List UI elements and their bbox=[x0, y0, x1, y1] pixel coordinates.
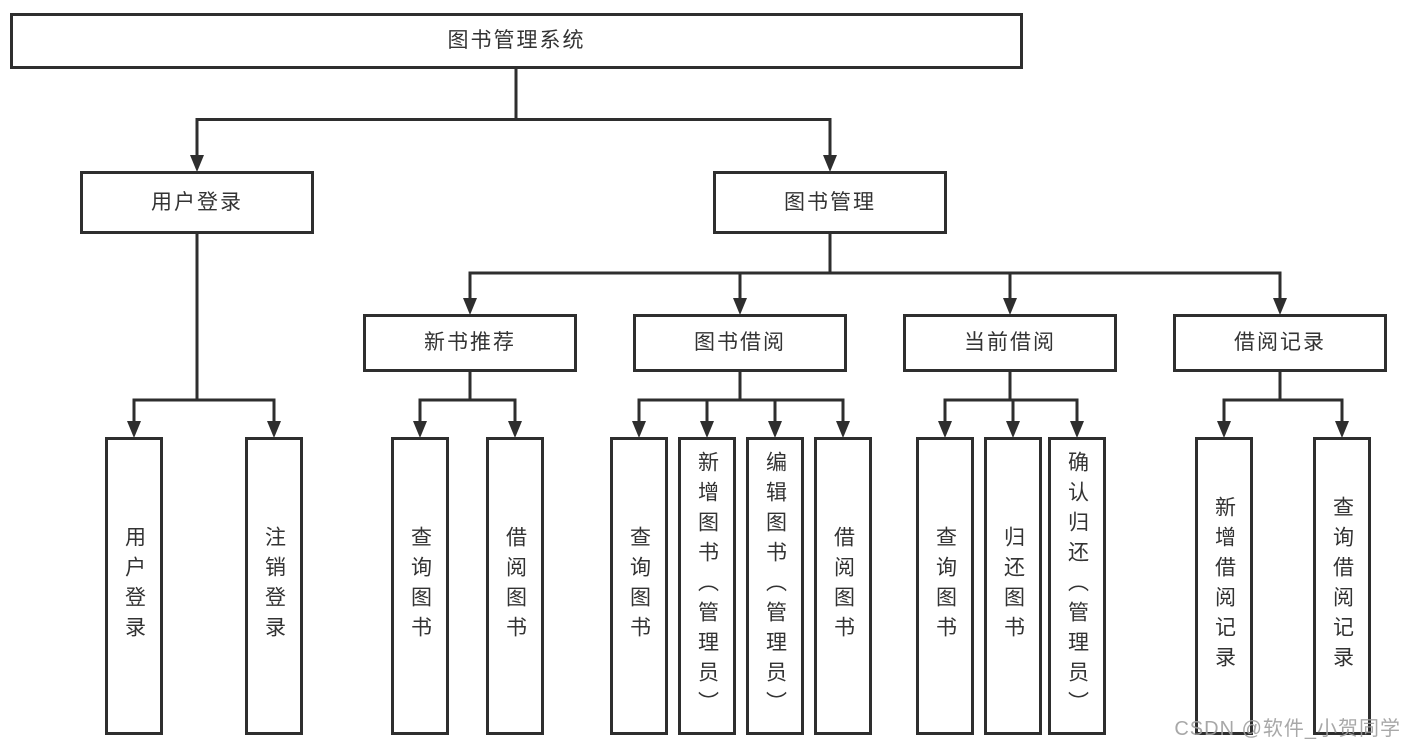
arrowhead-icon bbox=[1070, 421, 1084, 438]
leaf-bb-borrow-book-label: 借阅图书 bbox=[831, 526, 855, 646]
node-book-borrow-label: 图书借阅 bbox=[694, 331, 786, 355]
node-book-borrow: 图书借阅 bbox=[633, 314, 847, 372]
node-current-borrow-label: 当前借阅 bbox=[964, 331, 1056, 355]
leaf-rec-query-book: 查询图书 bbox=[391, 437, 449, 735]
arrowhead-icon bbox=[823, 155, 837, 172]
leaf-br-query-record-label: 查询借阅记录 bbox=[1330, 496, 1354, 676]
leaf-user-login: 用户登录 bbox=[105, 437, 163, 735]
leaf-bb-edit-book-admin-label: 编辑图书（管理员） bbox=[763, 451, 787, 721]
leaf-cb-return-book-label: 归还图书 bbox=[1001, 526, 1025, 646]
arrowhead-icon bbox=[632, 421, 646, 438]
node-new-book-recommend: 新书推荐 bbox=[363, 314, 577, 372]
connector-book-borrow-to-leaves bbox=[632, 370, 850, 438]
arrowhead-icon bbox=[1003, 298, 1017, 315]
leaf-bb-add-book-admin-label: 新增图书（管理员） bbox=[695, 451, 719, 721]
node-borrow-records-label: 借阅记录 bbox=[1234, 331, 1326, 355]
arrowhead-icon bbox=[768, 421, 782, 438]
connector-current-borrow-to-leaves bbox=[938, 370, 1084, 438]
arrowhead-icon bbox=[1273, 298, 1287, 315]
leaf-bb-borrow-book: 借阅图书 bbox=[814, 437, 872, 735]
leaf-br-query-record: 查询借阅记录 bbox=[1313, 437, 1371, 735]
arrowhead-icon bbox=[463, 298, 477, 315]
node-root-label: 图书管理系统 bbox=[447, 29, 586, 53]
connector-book-mgmt-to-level3 bbox=[463, 231, 1287, 315]
leaf-bb-query-book: 查询图书 bbox=[610, 437, 668, 735]
connector-borrow-records-to-leaves bbox=[1217, 370, 1349, 438]
node-borrow-records: 借阅记录 bbox=[1173, 314, 1387, 372]
leaf-br-add-record: 新增借阅记录 bbox=[1195, 437, 1253, 735]
watermark: CSDN @软件_小贺同学 bbox=[1174, 718, 1401, 740]
leaf-cb-query-book: 查询图书 bbox=[916, 437, 974, 735]
leaf-rec-borrow-book: 借阅图书 bbox=[486, 437, 544, 735]
node-user-login: 用户登录 bbox=[80, 171, 314, 234]
arrowhead-icon bbox=[267, 421, 281, 438]
connector-new-book-to-leaves bbox=[413, 370, 522, 438]
leaf-bb-query-book-label: 查询图书 bbox=[627, 526, 651, 646]
leaf-br-add-record-label: 新增借阅记录 bbox=[1212, 496, 1236, 676]
arrowhead-icon bbox=[127, 421, 141, 438]
leaf-cb-confirm-return-admin-label: 确认归还（管理员） bbox=[1065, 451, 1089, 721]
node-book-management-label: 图书管理 bbox=[784, 190, 876, 214]
node-new-book-recommend-label: 新书推荐 bbox=[424, 331, 516, 355]
arrowhead-icon bbox=[733, 298, 747, 315]
leaf-logout-label: 注销登录 bbox=[262, 526, 286, 646]
arrowhead-icon bbox=[1006, 421, 1020, 438]
node-user-login-label: 用户登录 bbox=[151, 190, 243, 214]
arrowhead-icon bbox=[836, 421, 850, 438]
arrowhead-icon bbox=[1217, 421, 1231, 438]
node-root: 图书管理系统 bbox=[10, 13, 1023, 69]
arrowhead-icon bbox=[938, 421, 952, 438]
arrowhead-icon bbox=[413, 421, 427, 438]
leaf-rec-query-book-label: 查询图书 bbox=[408, 526, 432, 646]
arrowhead-icon bbox=[1335, 421, 1349, 438]
leaf-cb-confirm-return-admin: 确认归还（管理员） bbox=[1048, 437, 1106, 735]
leaf-bb-edit-book-admin: 编辑图书（管理员） bbox=[746, 437, 804, 735]
arrowhead-icon bbox=[508, 421, 522, 438]
leaf-logout: 注销登录 bbox=[245, 437, 303, 735]
node-current-borrow: 当前借阅 bbox=[903, 314, 1117, 372]
arrowhead-icon bbox=[190, 155, 204, 172]
arrowhead-icon bbox=[700, 421, 714, 438]
connector-user-login-to-leaves bbox=[127, 231, 281, 438]
connector-root-to-level2 bbox=[190, 66, 837, 172]
leaf-cb-return-book: 归还图书 bbox=[984, 437, 1042, 735]
node-book-management: 图书管理 bbox=[713, 171, 947, 234]
leaf-cb-query-book-label: 查询图书 bbox=[933, 526, 957, 646]
leaf-rec-borrow-book-label: 借阅图书 bbox=[503, 526, 527, 646]
leaf-user-login-label: 用户登录 bbox=[122, 526, 146, 646]
leaf-bb-add-book-admin: 新增图书（管理员） bbox=[678, 437, 736, 735]
